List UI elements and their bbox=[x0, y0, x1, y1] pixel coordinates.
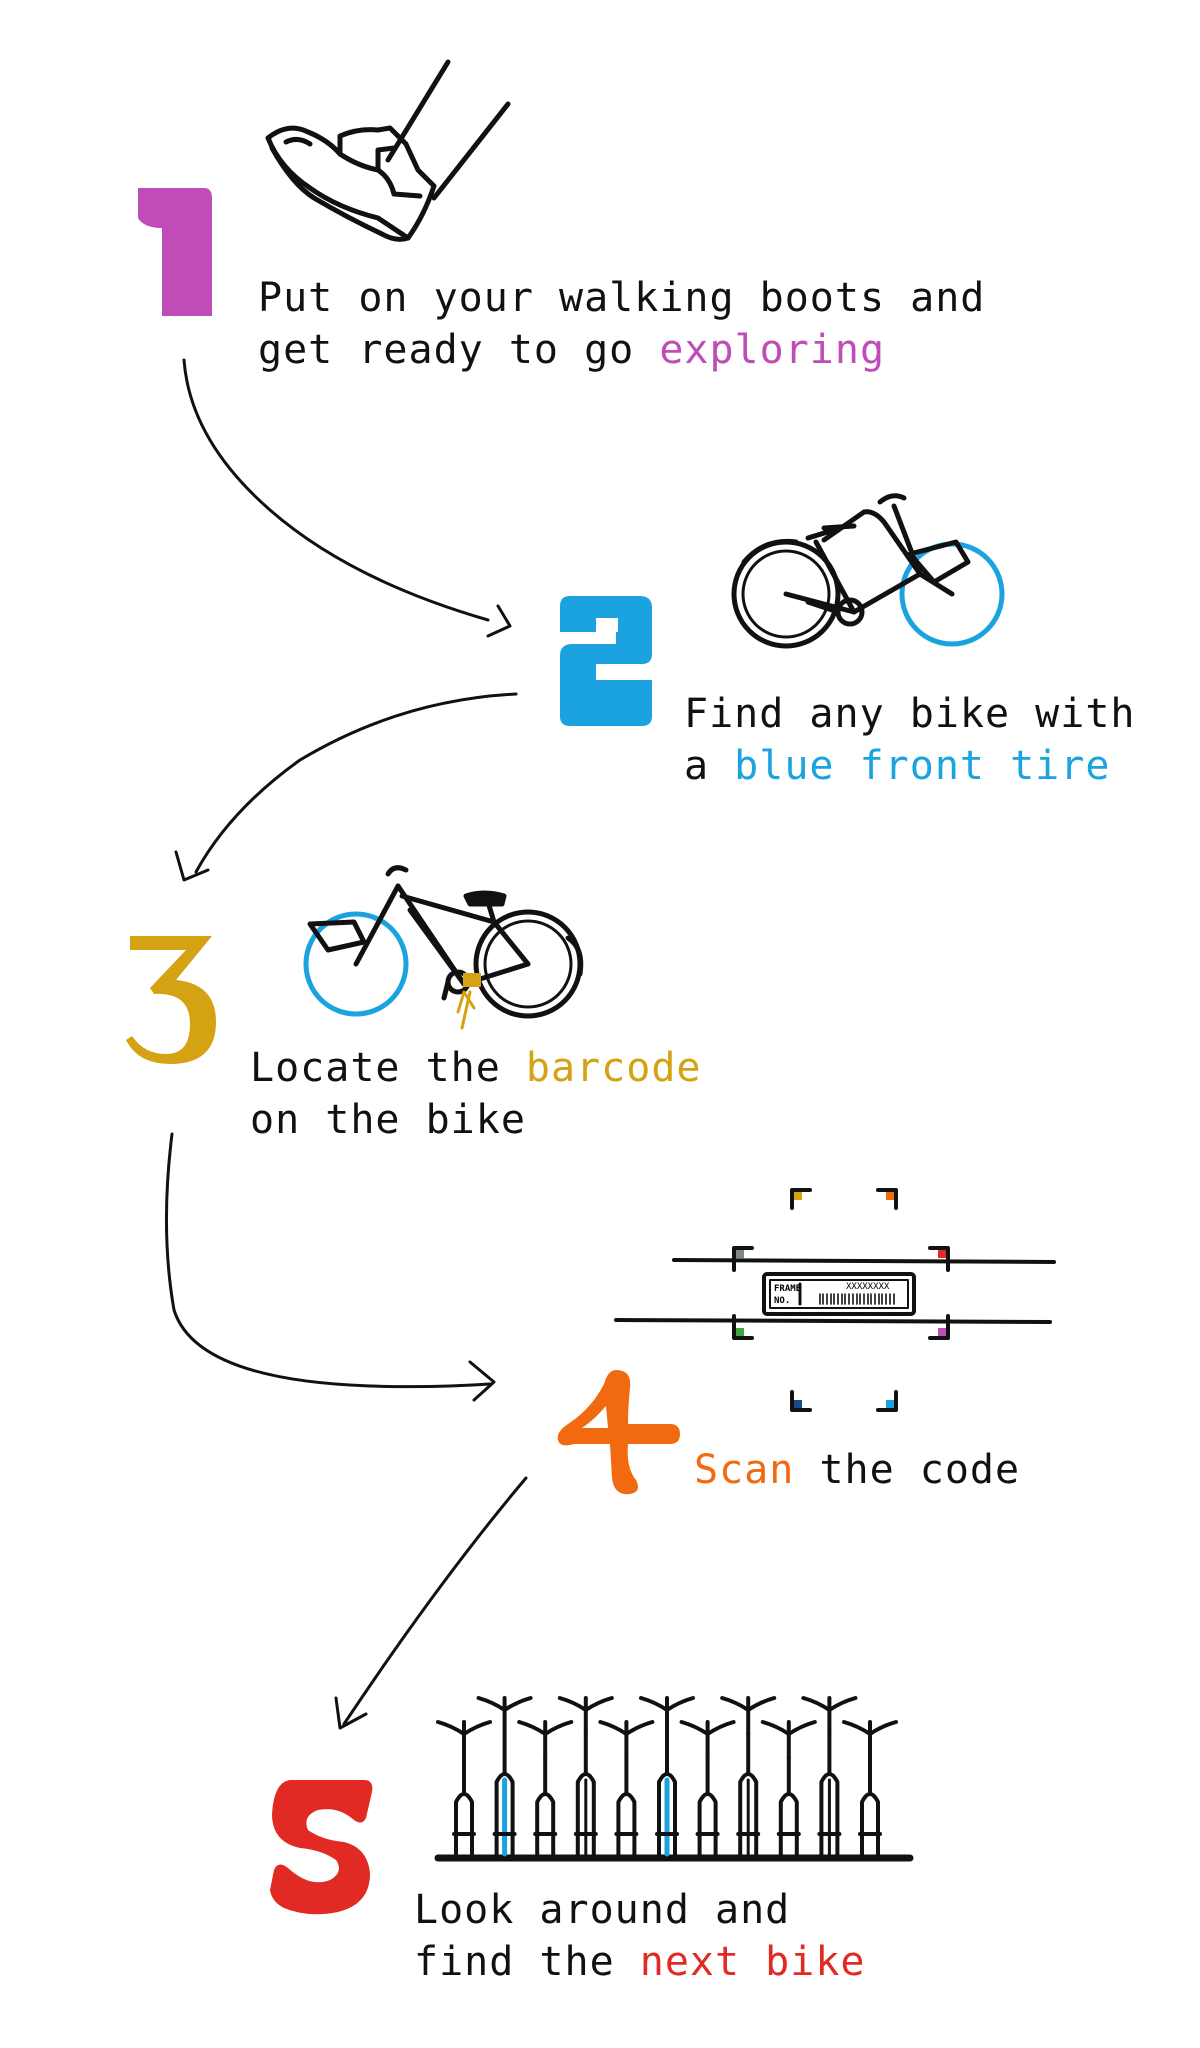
rack-bike bbox=[842, 1720, 898, 1858]
rack-bike bbox=[436, 1720, 492, 1858]
step2-text: Find any bike with a blue front tire bbox=[684, 688, 1135, 792]
step4-text: Scan the code bbox=[694, 1444, 1020, 1496]
rack-bike bbox=[598, 1720, 655, 1858]
rack-bike bbox=[639, 1696, 695, 1858]
step2-line2: a bbox=[684, 743, 735, 789]
bike-rack-icon bbox=[434, 1696, 914, 1862]
step5-line1: Look around and bbox=[414, 1887, 791, 1933]
step5-text: Look around and find the next bike bbox=[414, 1884, 866, 1988]
rack-bike bbox=[720, 1696, 777, 1858]
step3-line2: on the bike bbox=[250, 1097, 526, 1143]
step2-line1: Find any bike with bbox=[684, 691, 1136, 737]
step3-line1: Locate the bbox=[250, 1045, 526, 1091]
step4-highlight: Scan bbox=[694, 1447, 795, 1493]
step5-line2: find the bbox=[414, 1939, 640, 1985]
bike-blue-front-tire-icon bbox=[731, 493, 1005, 649]
number-4-icon bbox=[557, 1370, 680, 1495]
step1-highlight: exploring bbox=[659, 327, 886, 373]
rack-bike bbox=[517, 1720, 574, 1858]
rack-bike bbox=[679, 1720, 736, 1858]
step1-line2: get ready to go bbox=[258, 327, 660, 373]
step2-highlight: blue front tire bbox=[734, 743, 1111, 789]
barcode-number: XXXXXXXX bbox=[846, 1282, 890, 1292]
bike-barcode-location-icon bbox=[303, 865, 584, 1030]
step1-text: Put on your walking boots and get ready … bbox=[258, 272, 985, 376]
number-2-icon bbox=[560, 596, 652, 726]
rack-bike bbox=[557, 1696, 614, 1858]
rack-bike bbox=[801, 1696, 858, 1858]
step4-suffix: the code bbox=[794, 1447, 1021, 1493]
step1-line1: Put on your walking boots and bbox=[258, 275, 986, 321]
rack-bike bbox=[476, 1696, 533, 1858]
rack-bike bbox=[760, 1720, 817, 1858]
number-1-icon bbox=[138, 188, 212, 316]
number-5-icon bbox=[270, 1780, 373, 1915]
step3-highlight: barcode bbox=[525, 1045, 702, 1091]
barcode-label-frame: FRAME bbox=[774, 1284, 802, 1294]
step5-highlight: next bike bbox=[639, 1939, 866, 1985]
number-3-icon bbox=[126, 936, 216, 1064]
walking-boot-icon bbox=[265, 59, 511, 242]
step3-text: Locate the barcode on the bike bbox=[250, 1042, 701, 1146]
barcode-scan-frame-icon bbox=[614, 1188, 1056, 1412]
barcode-label-no: NO. bbox=[774, 1296, 791, 1306]
